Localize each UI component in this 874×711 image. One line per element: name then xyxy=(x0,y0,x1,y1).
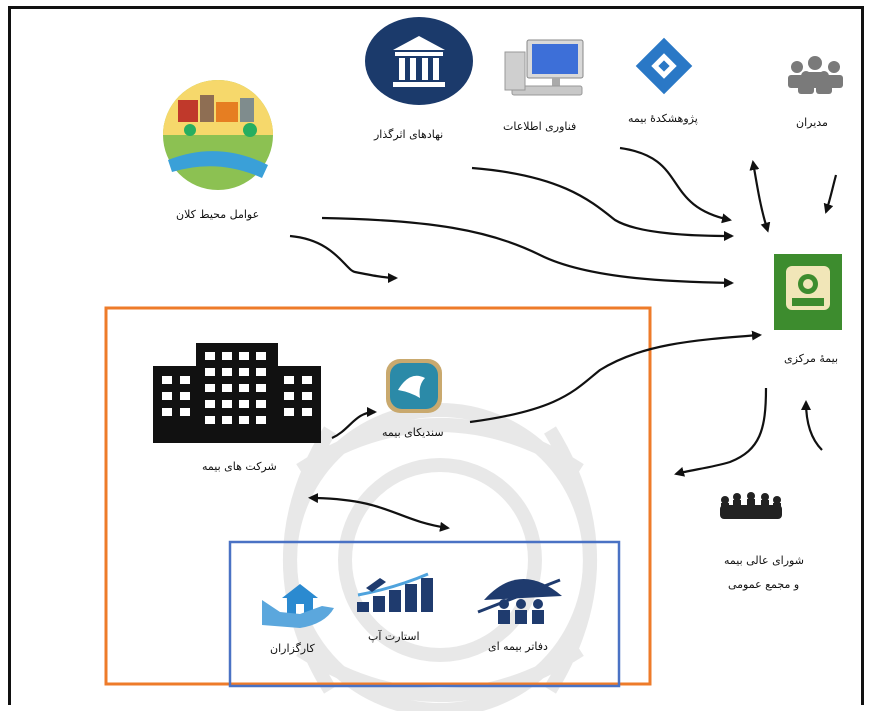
computer-icon xyxy=(504,39,584,96)
buildings-icon xyxy=(153,343,321,443)
intermediaries-box xyxy=(228,540,621,688)
label-managers: مدیران xyxy=(796,116,828,129)
arrow-research xyxy=(619,146,732,224)
label-macro-environment: عوامل محیط کلان xyxy=(176,208,260,221)
label-insurance-offices: دفاتر بیمه ای xyxy=(488,640,548,653)
arrow-central-council xyxy=(674,387,768,477)
brokers-icon xyxy=(262,584,334,628)
label-insurance-companies: شرکت های بیمه xyxy=(202,460,277,473)
arrow-companies-offices xyxy=(308,493,450,532)
syndicate-icon xyxy=(386,359,442,413)
research-icon xyxy=(635,37,693,95)
startup-icon xyxy=(357,572,433,612)
label-central-insurance: بیمهٔ مرکزی xyxy=(784,352,839,365)
central-insurance-icon xyxy=(774,254,842,330)
label-supreme-council-1: شورای عالی بیمه xyxy=(724,554,804,567)
label-research: پژوهشکدهٔ بیمه xyxy=(628,112,698,125)
meeting-icon xyxy=(720,492,782,519)
umbrella-icon xyxy=(477,578,562,624)
label-brokers: کارگزاران xyxy=(270,642,315,655)
arrow-syndicate-central xyxy=(469,330,762,424)
arrow-central-managers xyxy=(749,160,771,233)
label-influencers: نهادهای اثرگذار xyxy=(374,128,444,141)
arrow-it xyxy=(471,166,734,241)
label-startup: استارت آپ xyxy=(368,630,420,643)
arrow-council-central xyxy=(801,400,823,451)
label-syndicate: سندیکای بیمه xyxy=(382,426,444,439)
watermark xyxy=(283,403,597,711)
institution-icon xyxy=(365,17,473,105)
environment-icon xyxy=(163,80,273,190)
arrow-companies-syndicate xyxy=(331,407,377,440)
arrow-influencers xyxy=(321,216,734,288)
label-supreme-council-2: و مجمع عمومی xyxy=(728,578,800,591)
arrow-macro xyxy=(289,234,398,283)
label-it: فناوری اطلاعات xyxy=(503,120,577,133)
arrow-managers xyxy=(823,174,838,214)
managers-icon xyxy=(788,56,843,94)
outer-frame xyxy=(8,6,864,705)
ecosystem-box xyxy=(104,306,652,686)
